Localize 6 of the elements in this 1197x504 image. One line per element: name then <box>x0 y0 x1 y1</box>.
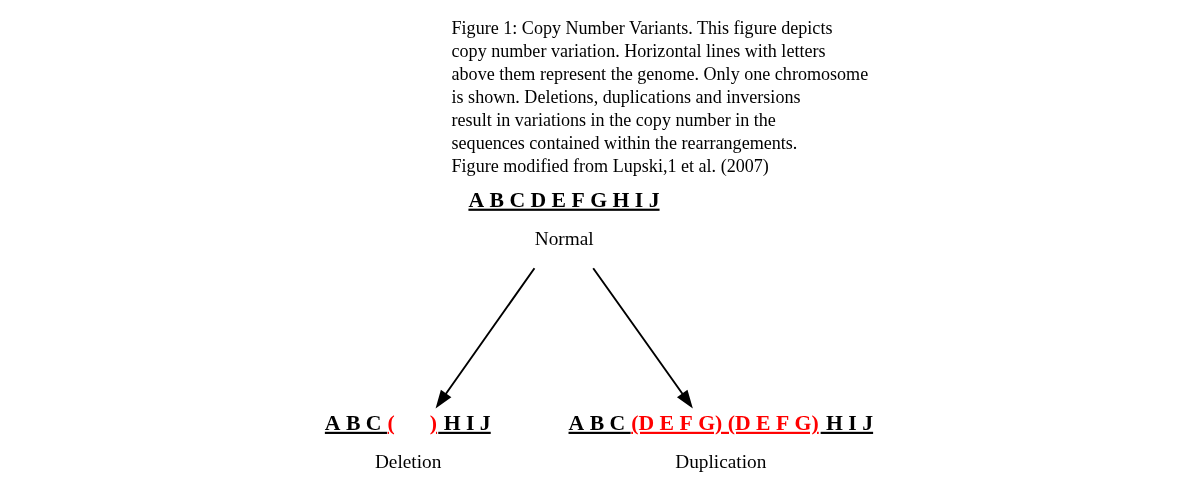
node-text: A B C (D E F G) (D E F G) H I J Duplication <box>568 410 873 472</box>
node-text: A B C D E F G H I J Normal <box>467 187 660 249</box>
arrow <box>435 267 535 409</box>
node-text: A B C ( ) H I J Deletion <box>324 410 491 472</box>
arrow <box>591 267 693 409</box>
caption: Figure 1: Copy Number Variants. This figure depicts copy number variation. Horizontal lines with letters above them represent the genome. Only one chromosome is shown. Deletions, duplications and inversions result in variations in the copy number in the sequences contained within the rearrangements. Figure modified from Lupski,1 et al. (2007) <box>451 18 868 176</box>
